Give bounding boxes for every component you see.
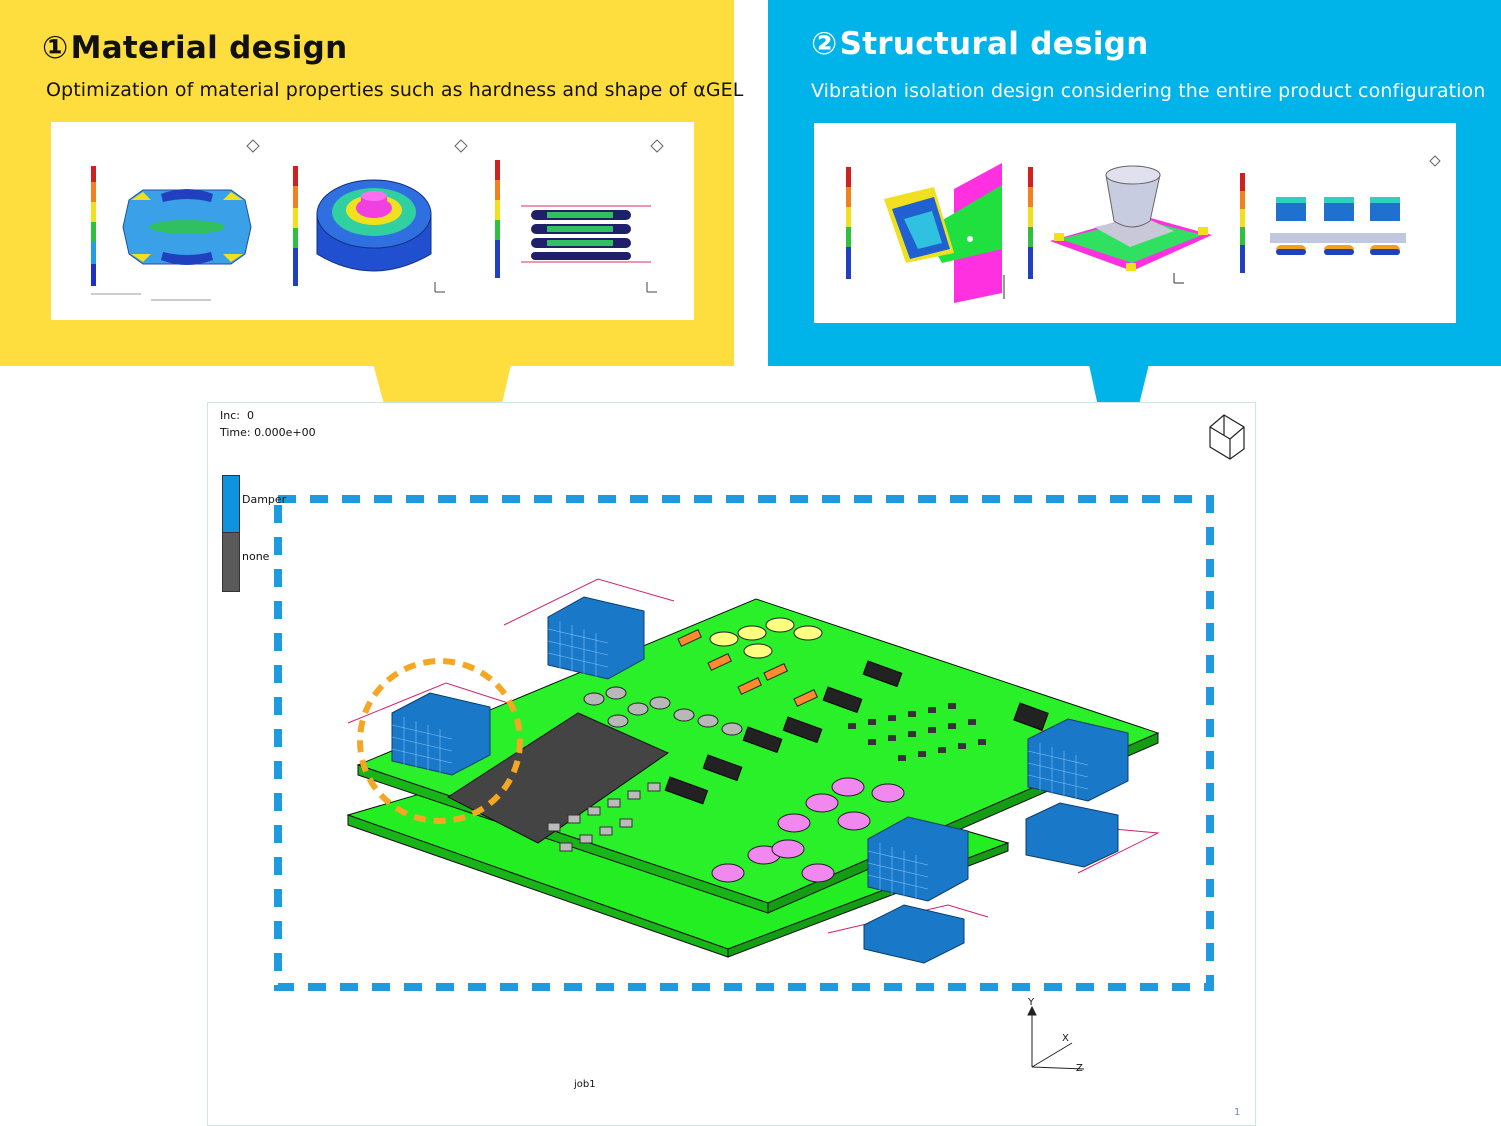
damper-grid-lines xyxy=(391,621,1089,899)
triad-cube-icon xyxy=(1209,414,1245,460)
legend-swatch-none xyxy=(222,532,240,592)
time-readout: Time: 0.000e+00 xyxy=(220,426,316,439)
legend-label-none: none xyxy=(242,550,270,563)
small-chips xyxy=(664,660,1049,805)
structural-design-subtitle: Vibration isolation design considering t… xyxy=(811,80,1486,102)
simulation-viewport[interactable]: Inc: 0 Time: 0.000e+00 Damper none Y X Z… xyxy=(207,402,1256,1126)
thumbnail-bellows-gel xyxy=(495,139,664,293)
thumbnail-triple-mount xyxy=(1240,155,1441,273)
thumbnail-flat-gel xyxy=(91,139,260,301)
thumbnail-cylinder-gel xyxy=(293,139,468,293)
damper-highlight-circle xyxy=(357,658,523,824)
axis-label-x: X xyxy=(1062,1033,1069,1044)
step-number-1: ① xyxy=(42,30,69,66)
step-number-2: ② xyxy=(811,26,838,62)
structural-design-panel: ②Structural design Vibration isolation d… xyxy=(768,0,1501,366)
legend-label-damper: Damper xyxy=(242,493,287,506)
material-design-subtitle: Optimization of material properties such… xyxy=(46,79,744,101)
pcb-model-render xyxy=(274,414,1245,1070)
axis-label-z: Z xyxy=(1076,1063,1083,1074)
structural-simulation-thumbnails xyxy=(814,123,1456,323)
material-design-panel: ①Material design Optimization of materia… xyxy=(0,0,743,366)
legend-swatch-damper xyxy=(222,475,240,533)
material-simulation-thumbnails xyxy=(51,122,694,320)
page-number: 1 xyxy=(1234,1107,1241,1118)
axis-label-y: Y xyxy=(1028,997,1035,1008)
inductors-pink xyxy=(711,777,905,883)
sot-grid xyxy=(848,703,986,761)
resistors-orange xyxy=(677,629,818,707)
yellow-pads xyxy=(709,617,823,659)
structural-design-title: ②Structural design xyxy=(811,26,1149,62)
thumbnail-bracket-mount xyxy=(846,163,1005,303)
capacitors-gray xyxy=(583,686,743,736)
main-ic xyxy=(447,712,670,844)
material-design-title: ①Material design xyxy=(42,30,348,66)
smd-chips-gray xyxy=(547,782,661,852)
job-label: job1 xyxy=(574,1079,596,1090)
thumbnail-cup-assembly xyxy=(1028,165,1212,284)
increment-readout: Inc: 0 xyxy=(220,409,254,422)
coordinate-axes-icon xyxy=(1027,1005,1085,1070)
structural-frame xyxy=(274,495,1214,991)
